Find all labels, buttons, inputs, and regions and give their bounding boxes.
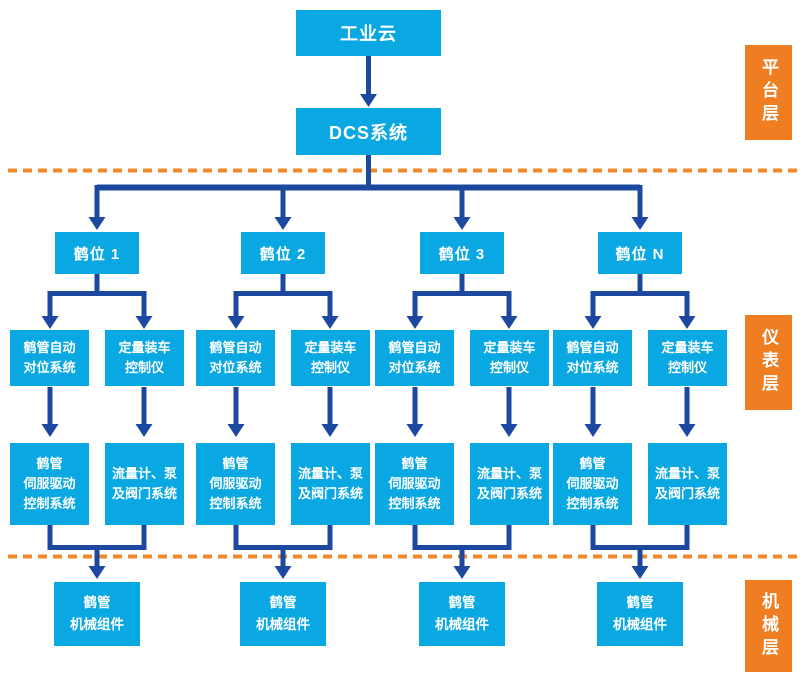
node-quantitative-loading-controller: 定量装车 控制仪: [291, 330, 370, 386]
node-flow-pump-valve-system: 流量计、泵 及阀门系统: [105, 443, 184, 525]
branch-crane-position-1: 鹤位 1 鹤管自动 对位系统 定量装车 控制仪 鹤管 伺服驱动 控制系统 流量计…: [10, 232, 184, 646]
node-dcs-system: DCS系统: [296, 108, 441, 155]
node-crane-position: 鹤位 N: [598, 232, 682, 274]
node-crane-position: 鹤位 2: [241, 232, 325, 274]
node-crane-auto-align-system: 鹤管自动 对位系统: [196, 330, 275, 386]
node-crane-position: 鹤位 1: [55, 232, 139, 274]
connector-lines: [47, 55, 690, 566]
node-crane-position: 鹤位 3: [420, 232, 504, 274]
node-crane-mechanical-components: 鹤管 机械组件: [419, 582, 505, 646]
node-servo-drive-control-system: 鹤管 伺服驱动 控制系统: [10, 443, 89, 525]
node-crane-mechanical-components: 鹤管 机械组件: [54, 582, 140, 646]
node-industrial-cloud: 工业云: [296, 10, 441, 56]
node-quantitative-loading-controller: 定量装车 控制仪: [470, 330, 549, 386]
node-crane-auto-align-system: 鹤管自动 对位系统: [10, 330, 89, 386]
layer-label-mechanical: 机械层: [745, 580, 792, 672]
node-quantitative-loading-controller: 定量装车 控制仪: [105, 330, 184, 386]
node-servo-drive-control-system: 鹤管 伺服驱动 控制系统: [375, 443, 454, 525]
layer-label-platform: 平台层: [745, 45, 792, 140]
layer-divider-dashed-lines: [8, 168, 798, 559]
connector-arrowheads: [41, 94, 696, 579]
branch-crane-position-3: 鹤位 3 鹤管自动 对位系统 定量装车 控制仪 鹤管 伺服驱动 控制系统 流量计…: [375, 232, 549, 646]
layer-label-instrument: 仪表层: [745, 315, 792, 410]
branch-crane-position-n: 鹤位 N 鹤管自动 对位系统 定量装车 控制仪 鹤管 伺服驱动 控制系统 流量计…: [553, 232, 727, 646]
node-crane-mechanical-components: 鹤管 机械组件: [597, 582, 683, 646]
branch-crane-position-2: 鹤位 2 鹤管自动 对位系统 定量装车 控制仪 鹤管 伺服驱动 控制系统 流量计…: [196, 232, 370, 646]
node-servo-drive-control-system: 鹤管 伺服驱动 控制系统: [553, 443, 632, 525]
node-flow-pump-valve-system: 流量计、泵 及阀门系统: [470, 443, 549, 525]
node-crane-auto-align-system: 鹤管自动 对位系统: [553, 330, 632, 386]
node-servo-drive-control-system: 鹤管 伺服驱动 控制系统: [196, 443, 275, 525]
node-flow-pump-valve-system: 流量计、泵 及阀门系统: [291, 443, 370, 525]
node-quantitative-loading-controller: 定量装车 控制仪: [648, 330, 727, 386]
node-flow-pump-valve-system: 流量计、泵 及阀门系统: [648, 443, 727, 525]
node-crane-mechanical-components: 鹤管 机械组件: [240, 582, 326, 646]
node-crane-auto-align-system: 鹤管自动 对位系统: [375, 330, 454, 386]
